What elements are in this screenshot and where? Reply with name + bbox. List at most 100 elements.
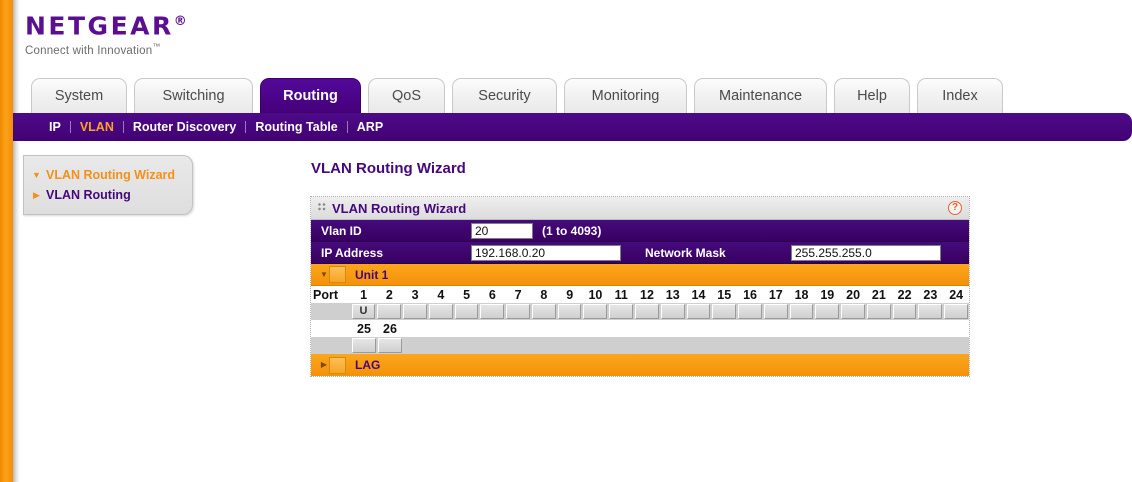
port-number-4: 4: [437, 287, 445, 302]
tab-qos[interactable]: QoS: [368, 78, 445, 113]
page-header: NETGEAR® Connect with Innovation™: [20, 0, 1132, 68]
port-cell-15[interactable]: [712, 304, 737, 319]
port-cell-row-spacer: [311, 303, 351, 320]
lag-select-all-box[interactable]: [329, 356, 346, 374]
port-cell-19[interactable]: [815, 304, 840, 319]
port-cell-row-spacer: [311, 337, 351, 354]
unit-1-row[interactable]: ▼ Unit 1: [311, 264, 969, 286]
port-number-24: 24: [949, 287, 964, 302]
tab-security[interactable]: Security: [452, 78, 557, 113]
tab-help[interactable]: Help: [834, 78, 910, 113]
port-cell-22[interactable]: [892, 304, 917, 319]
port-cell-row-filler: [403, 337, 969, 354]
tagline-text: Connect with Innovation: [25, 45, 153, 58]
port-cell-5[interactable]: [454, 304, 479, 319]
network-mask-label: Network Mask: [645, 245, 726, 260]
port-number-10: 10: [588, 287, 603, 302]
port-number-17: 17: [768, 287, 783, 302]
port-number-5: 5: [463, 287, 471, 302]
port-number-3: 3: [411, 287, 419, 302]
port-cell-10[interactable]: [583, 304, 608, 319]
network-mask-input[interactable]: [791, 244, 941, 261]
sidebar-item-vlan-routing-wizard[interactable]: ▼ VLAN Routing Wizard: [30, 165, 186, 185]
sidebar-item-vlan-routing[interactable]: ▶VLAN Routing: [30, 185, 186, 205]
tab-switching[interactable]: Switching: [134, 78, 253, 113]
port-cell-11[interactable]: [609, 304, 633, 319]
port-cell-18[interactable]: [789, 304, 814, 319]
port-cell-6[interactable]: [480, 304, 505, 319]
tab-monitoring[interactable]: Monitoring: [564, 78, 687, 113]
logo-text: NETGEAR: [25, 11, 174, 41]
ip-address-row: IP Address Network Mask: [311, 242, 969, 264]
left-orange-rail: [0, 0, 13, 482]
port-cell-12[interactable]: [635, 304, 659, 319]
port-cell-2[interactable]: [377, 304, 402, 319]
trademark-icon: ™: [152, 42, 161, 52]
port-number-18: 18: [794, 287, 809, 302]
port-cell-26[interactable]: [378, 338, 402, 353]
triangle-down-icon[interactable]: ▼: [320, 269, 328, 279]
port-number-11: 11: [614, 287, 628, 302]
submenu-items: IP VLAN Router Discovery Routing Table ARP: [40, 113, 392, 141]
port-cell-21[interactable]: [866, 304, 891, 319]
logo-tagline: Connect with Innovation™: [25, 42, 187, 57]
sidebar-item-label: VLAN Routing Wizard: [46, 168, 176, 182]
port-cell-23[interactable]: [918, 304, 943, 319]
port-number-26: 26: [383, 321, 397, 336]
port-number-14: 14: [691, 287, 706, 302]
registered-trademark-icon: ®: [173, 14, 187, 29]
port-cell-1[interactable]: U: [351, 304, 376, 319]
drag-grip-icon[interactable]: [318, 202, 326, 214]
chevron-down-icon[interactable]: ▼: [32, 170, 41, 180]
tab-system[interactable]: System: [31, 78, 127, 113]
submenu-separator: [69, 121, 71, 133]
port-row-filler: [403, 320, 969, 337]
port-cell-20[interactable]: [841, 304, 865, 319]
submenu-separator: [346, 121, 348, 133]
port-cells-row-2: [311, 337, 969, 354]
triangle-right-icon[interactable]: ▶: [320, 360, 328, 369]
tab-index[interactable]: Index: [917, 78, 1003, 113]
unit-1-label: Unit 1: [355, 267, 389, 282]
submenu-item-router-discovery[interactable]: Router Discovery: [132, 120, 237, 134]
logo-wordmark: NETGEAR®: [25, 8, 187, 40]
ip-address-input[interactable]: [471, 244, 621, 261]
port-number-20: 20: [846, 287, 861, 302]
submenu-item-ip[interactable]: IP: [49, 120, 61, 134]
port-number-21: 21: [871, 287, 886, 302]
port-cell-17[interactable]: [763, 304, 788, 319]
port-cell-14[interactable]: [686, 304, 711, 319]
port-cell-3[interactable]: [403, 304, 427, 319]
port-row-label: Port: [313, 287, 338, 302]
vlan-id-input[interactable]: [471, 222, 533, 239]
submenu-item-routing-table[interactable]: Routing Table: [255, 120, 338, 134]
port-cell-4[interactable]: [428, 304, 453, 319]
port-cell-7[interactable]: [506, 304, 530, 319]
port-number-15: 15: [717, 287, 732, 302]
port-number-19: 19: [820, 287, 835, 302]
port-cell-16[interactable]: [738, 304, 762, 319]
tab-routing[interactable]: Routing: [260, 78, 361, 113]
tab-maintenance[interactable]: Maintenance: [694, 78, 827, 113]
netgear-logo: NETGEAR® Connect with Innovation™: [25, 8, 187, 57]
submenu-item-vlan[interactable]: VLAN: [79, 120, 114, 134]
port-cell-8[interactable]: [531, 304, 556, 319]
lag-row[interactable]: ▶ LAG: [311, 354, 969, 376]
vlan-id-label: Vlan ID: [321, 223, 362, 238]
port-cell-9[interactable]: [557, 304, 582, 319]
sidebar-menu: ▼ VLAN Routing Wizard ▶VLAN Routing: [23, 155, 193, 215]
port-number-22: 22: [897, 287, 912, 302]
port-number-8: 8: [540, 287, 548, 302]
unit-1-select-all-box[interactable]: [329, 266, 346, 283]
port-cell-13[interactable]: [660, 304, 685, 319]
chevron-right-icon[interactable]: ▶: [33, 190, 40, 200]
port-cell-25[interactable]: [352, 338, 376, 353]
help-icon[interactable]: ?: [948, 201, 962, 215]
submenu-item-arp[interactable]: ARP: [356, 120, 384, 134]
ip-address-label: IP Address: [321, 245, 384, 260]
rail-shadow: [13, 0, 20, 482]
port-cell-24[interactable]: [944, 304, 968, 319]
